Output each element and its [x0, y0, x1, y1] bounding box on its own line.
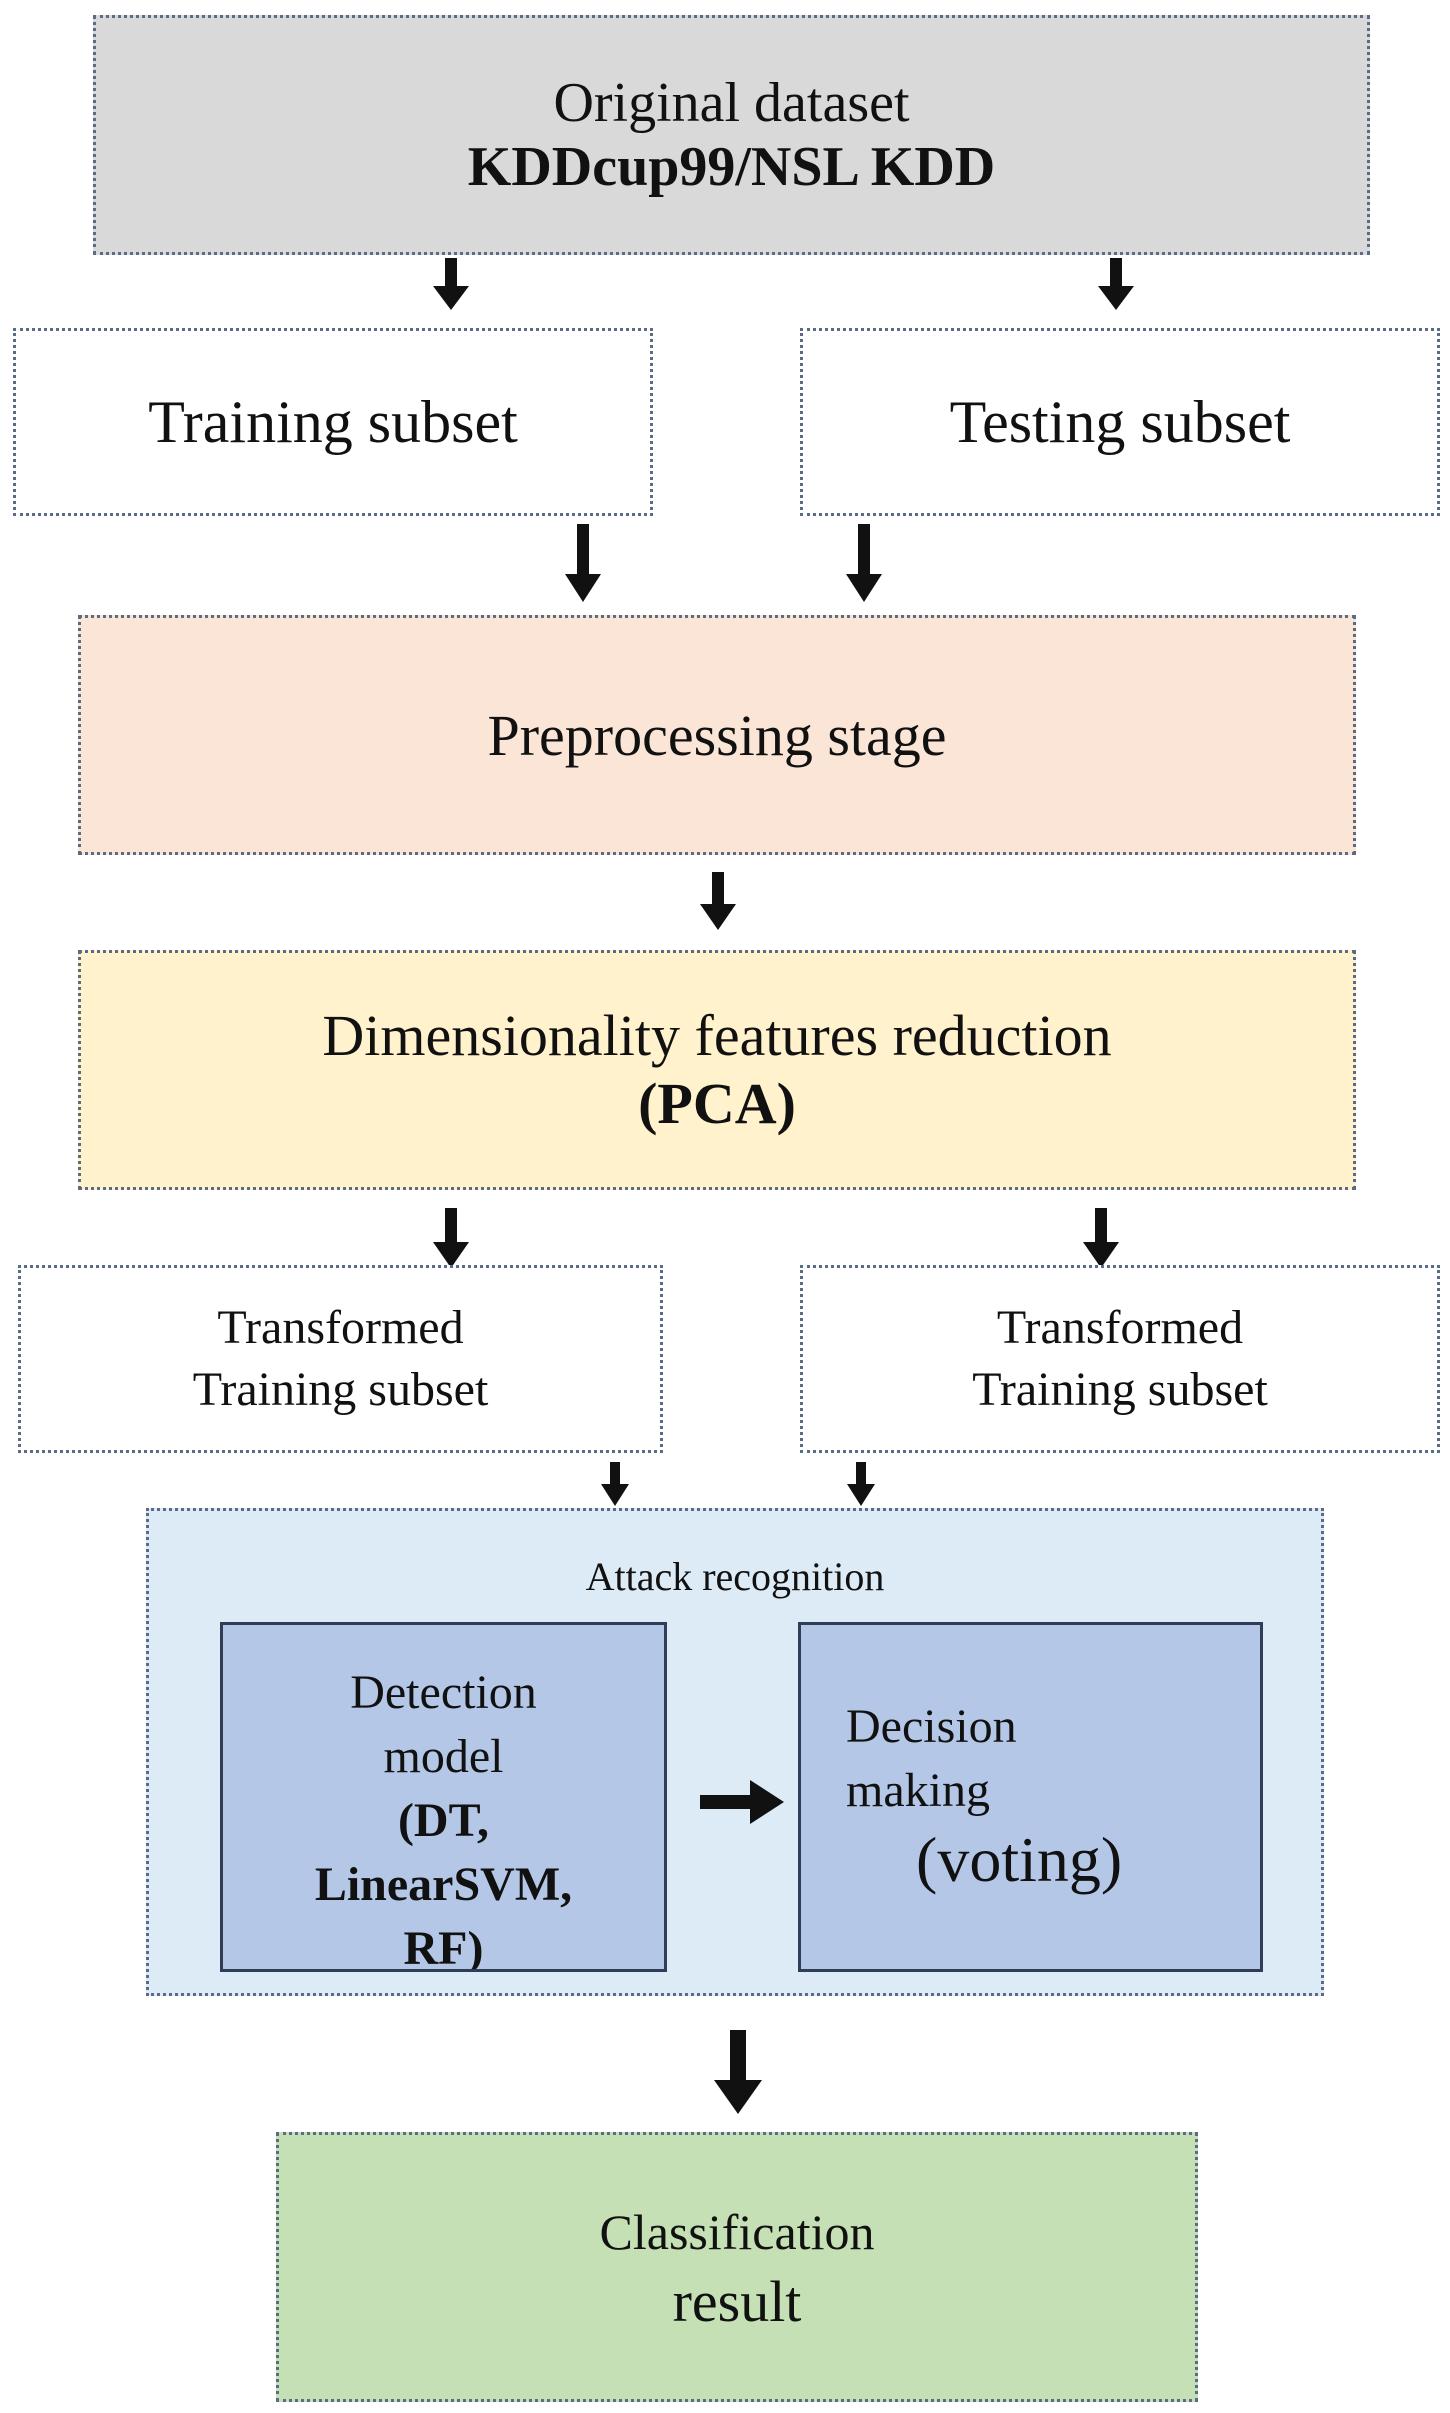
pca-label: (PCA): [638, 1071, 796, 1136]
decision-making-line1: Decision: [846, 1700, 1017, 1753]
detection-model-line4: LinearSVM,: [314, 1858, 573, 1911]
decision-making-voting: (voting): [916, 1824, 1123, 1895]
arrow-training-to-preprocessing: [565, 524, 601, 602]
testing-subset-box: Testing subset: [800, 328, 1440, 516]
preprocessing-stage-box: Preprocessing stage: [78, 615, 1356, 855]
training-subset-box: Training subset: [13, 328, 653, 516]
transformed-left-line1: Transformed: [217, 1301, 464, 1354]
training-subset-label: Training subset: [148, 388, 518, 455]
arrow-pca-to-transformed-left: [433, 1208, 469, 1268]
transformed-training-subset-left-box: Transformed Training subset: [18, 1265, 663, 1453]
arrow-attack-to-classification: [714, 2030, 762, 2114]
original-dataset-box: Original dataset KDDcup99/NSL KDD: [93, 15, 1370, 255]
arrow-testing-to-preprocessing: [846, 524, 882, 602]
decision-making-line2: making: [846, 1764, 990, 1817]
detection-model-line5: RF): [403, 1922, 484, 1972]
detection-model-line3: (DT,: [397, 1794, 490, 1847]
classification-line2: result: [672, 2269, 802, 2334]
detection-model-box: Detection model (DT, LinearSVM, RF): [220, 1622, 667, 1972]
detection-model-line1: Detection: [350, 1666, 537, 1719]
arrow-pca-to-transformed-right: [1083, 1208, 1119, 1268]
testing-subset-label: Testing subset: [949, 388, 1291, 455]
arrow-transformed-right-to-attack: [847, 1462, 875, 1506]
arrow-preprocessing-to-pca: [700, 872, 736, 930]
transformed-right-line1: Transformed: [996, 1301, 1244, 1354]
arrow-original-to-training: [433, 258, 469, 310]
decision-making-box: Decision making (voting): [798, 1622, 1263, 1972]
dimensionality-reduction-title: Dimensionality features reduction: [322, 1003, 1112, 1068]
transformed-left-line2: Training subset: [192, 1363, 489, 1416]
classification-result-box: Classification result: [276, 2132, 1198, 2402]
arrow-original-to-testing: [1098, 258, 1134, 310]
classification-line1: Classification: [599, 2204, 875, 2260]
arrow-detection-to-decision: [700, 1780, 784, 1824]
transformed-training-subset-right-box: Transformed Training subset: [800, 1265, 1440, 1453]
original-dataset-subtitle: KDDcup99/NSL KDD: [467, 136, 996, 198]
attack-recognition-title: Attack recognition: [585, 1554, 885, 1599]
preprocessing-stage-label: Preprocessing stage: [487, 702, 947, 768]
detection-model-line2: model: [383, 1730, 504, 1783]
transformed-right-line2: Training subset: [972, 1363, 1268, 1416]
original-dataset-title: Original dataset: [553, 72, 910, 134]
dimensionality-reduction-box: Dimensionality features reduction (PCA): [78, 950, 1356, 1190]
arrow-transformed-left-to-attack: [601, 1462, 629, 1506]
